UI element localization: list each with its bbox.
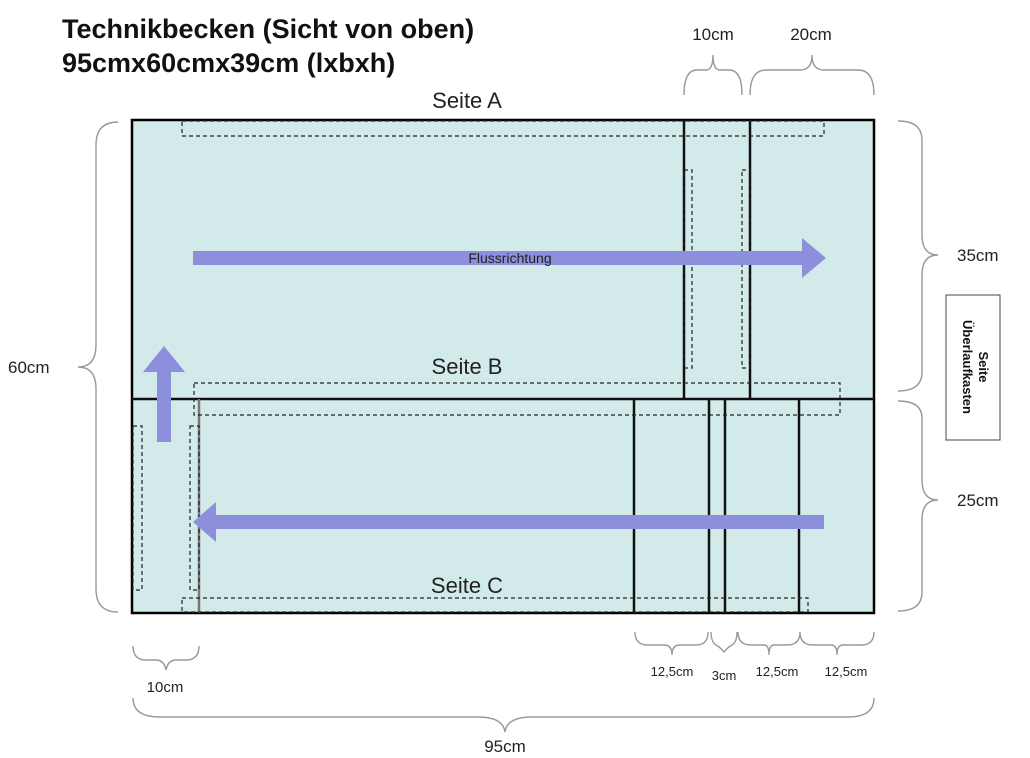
- label-seite-c: Seite C: [431, 573, 503, 598]
- dashed-baffle-inner: [189, 425, 200, 591]
- title-line-1: Technikbecken (Sicht von oben): [62, 14, 474, 44]
- label-seite-a: Seite A: [432, 88, 502, 113]
- overflow-label: Seite Überlaufkasten: [960, 320, 991, 414]
- brace-right-25: [897, 400, 939, 612]
- dashed-baffle-1: [683, 169, 693, 369]
- overflow-label-box: [945, 294, 1001, 441]
- title-line-2: 95cmx60cmx39cm (lxbxh): [62, 48, 395, 78]
- brace-bottom-12b: [737, 631, 801, 656]
- brace-bottom-12a: [634, 631, 709, 656]
- dim-left-60: 60cm: [8, 358, 50, 377]
- dim-bottom-3: 3cm: [712, 668, 737, 683]
- brace-right-35: [897, 120, 939, 392]
- dim-bottom-95: 95cm: [484, 737, 526, 756]
- dim-right-25: 25cm: [957, 491, 999, 510]
- dim-bottom-10: 10cm: [147, 679, 184, 696]
- brace-top-10: [683, 54, 743, 96]
- dim-top-10: 10cm: [692, 25, 734, 44]
- brace-left-60: [77, 121, 119, 613]
- brace-bottom-95: [132, 697, 875, 733]
- dashed-baffle-2: [741, 169, 751, 369]
- brace-bottom-3: [710, 631, 738, 654]
- flow-arrow-up: [143, 346, 185, 442]
- dim-bottom-12b: 12,5cm: [756, 664, 799, 679]
- brace-bottom-10: [132, 645, 200, 671]
- overflow-label-line-1: Seite: [976, 351, 991, 382]
- flow-label: Flussrichtung: [468, 250, 551, 266]
- dim-top-20: 20cm: [790, 25, 832, 44]
- flow-arrow-right: [193, 238, 826, 278]
- dashed-cover-middle: [193, 382, 841, 416]
- flow-arrow-left: [193, 502, 824, 542]
- brace-top-20: [749, 54, 875, 96]
- dim-right-35: 35cm: [957, 246, 999, 265]
- dashed-baffle-left: [132, 425, 143, 591]
- dim-bottom-12a: 12,5cm: [651, 664, 694, 679]
- dashed-cover-bottom: [181, 597, 809, 613]
- overflow-label-line-2: Überlaufkasten: [960, 320, 975, 414]
- brace-bottom-12c: [799, 631, 875, 656]
- label-seite-b: Seite B: [432, 354, 503, 379]
- dim-bottom-12c: 12,5cm: [825, 664, 868, 679]
- tank-outline: [130, 118, 876, 615]
